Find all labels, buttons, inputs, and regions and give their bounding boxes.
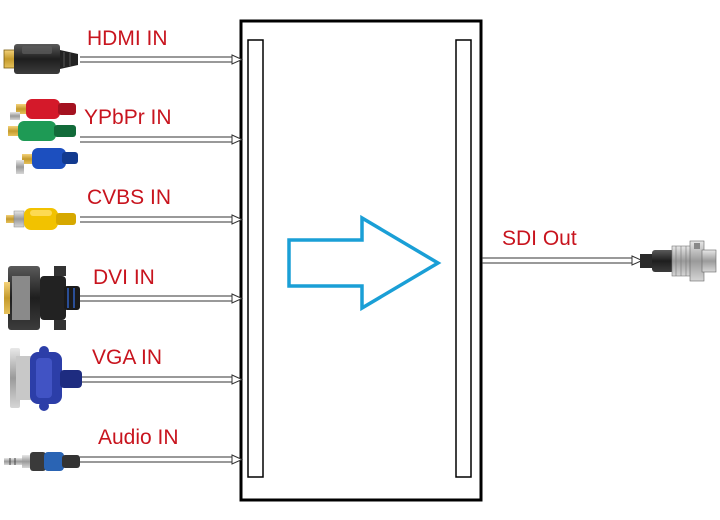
converter-output-bar: [455, 39, 472, 478]
audio-jack-icon: [4, 452, 80, 471]
rca-component-cables-icon: [8, 99, 78, 174]
flow-arrow-icon: [287, 214, 442, 312]
input-label-hdmi: HDMI IN: [87, 27, 168, 50]
input-line-cvbs: [80, 214, 244, 225]
input-label-vga: VGA IN: [92, 346, 163, 369]
hdmi-connector-icon: [3, 44, 78, 74]
input-label-cvbs: CVBS IN: [87, 186, 172, 209]
input-label-dvi: DVI IN: [93, 266, 155, 289]
vga-connector-icon: [10, 346, 82, 411]
bnc-connector-icon: [640, 240, 717, 282]
input-line-dvi: [80, 293, 244, 304]
converter-input-bar: [247, 39, 264, 478]
input-line-hdmi: [80, 54, 244, 65]
input-line-ypbpr: [80, 134, 244, 145]
dvi-connector-icon: [4, 266, 80, 330]
output-label-sdi: SDI Out: [502, 227, 577, 250]
converter-box: [239, 19, 483, 502]
input-label-ypbpr: YPbPr IN: [84, 106, 172, 129]
input-line-audio: [80, 454, 244, 465]
rca-composite-cable-icon: [6, 208, 76, 230]
input-line-vga: [80, 374, 244, 385]
input-label-audio: Audio IN: [98, 426, 179, 449]
output-line-sdi: [482, 255, 644, 266]
